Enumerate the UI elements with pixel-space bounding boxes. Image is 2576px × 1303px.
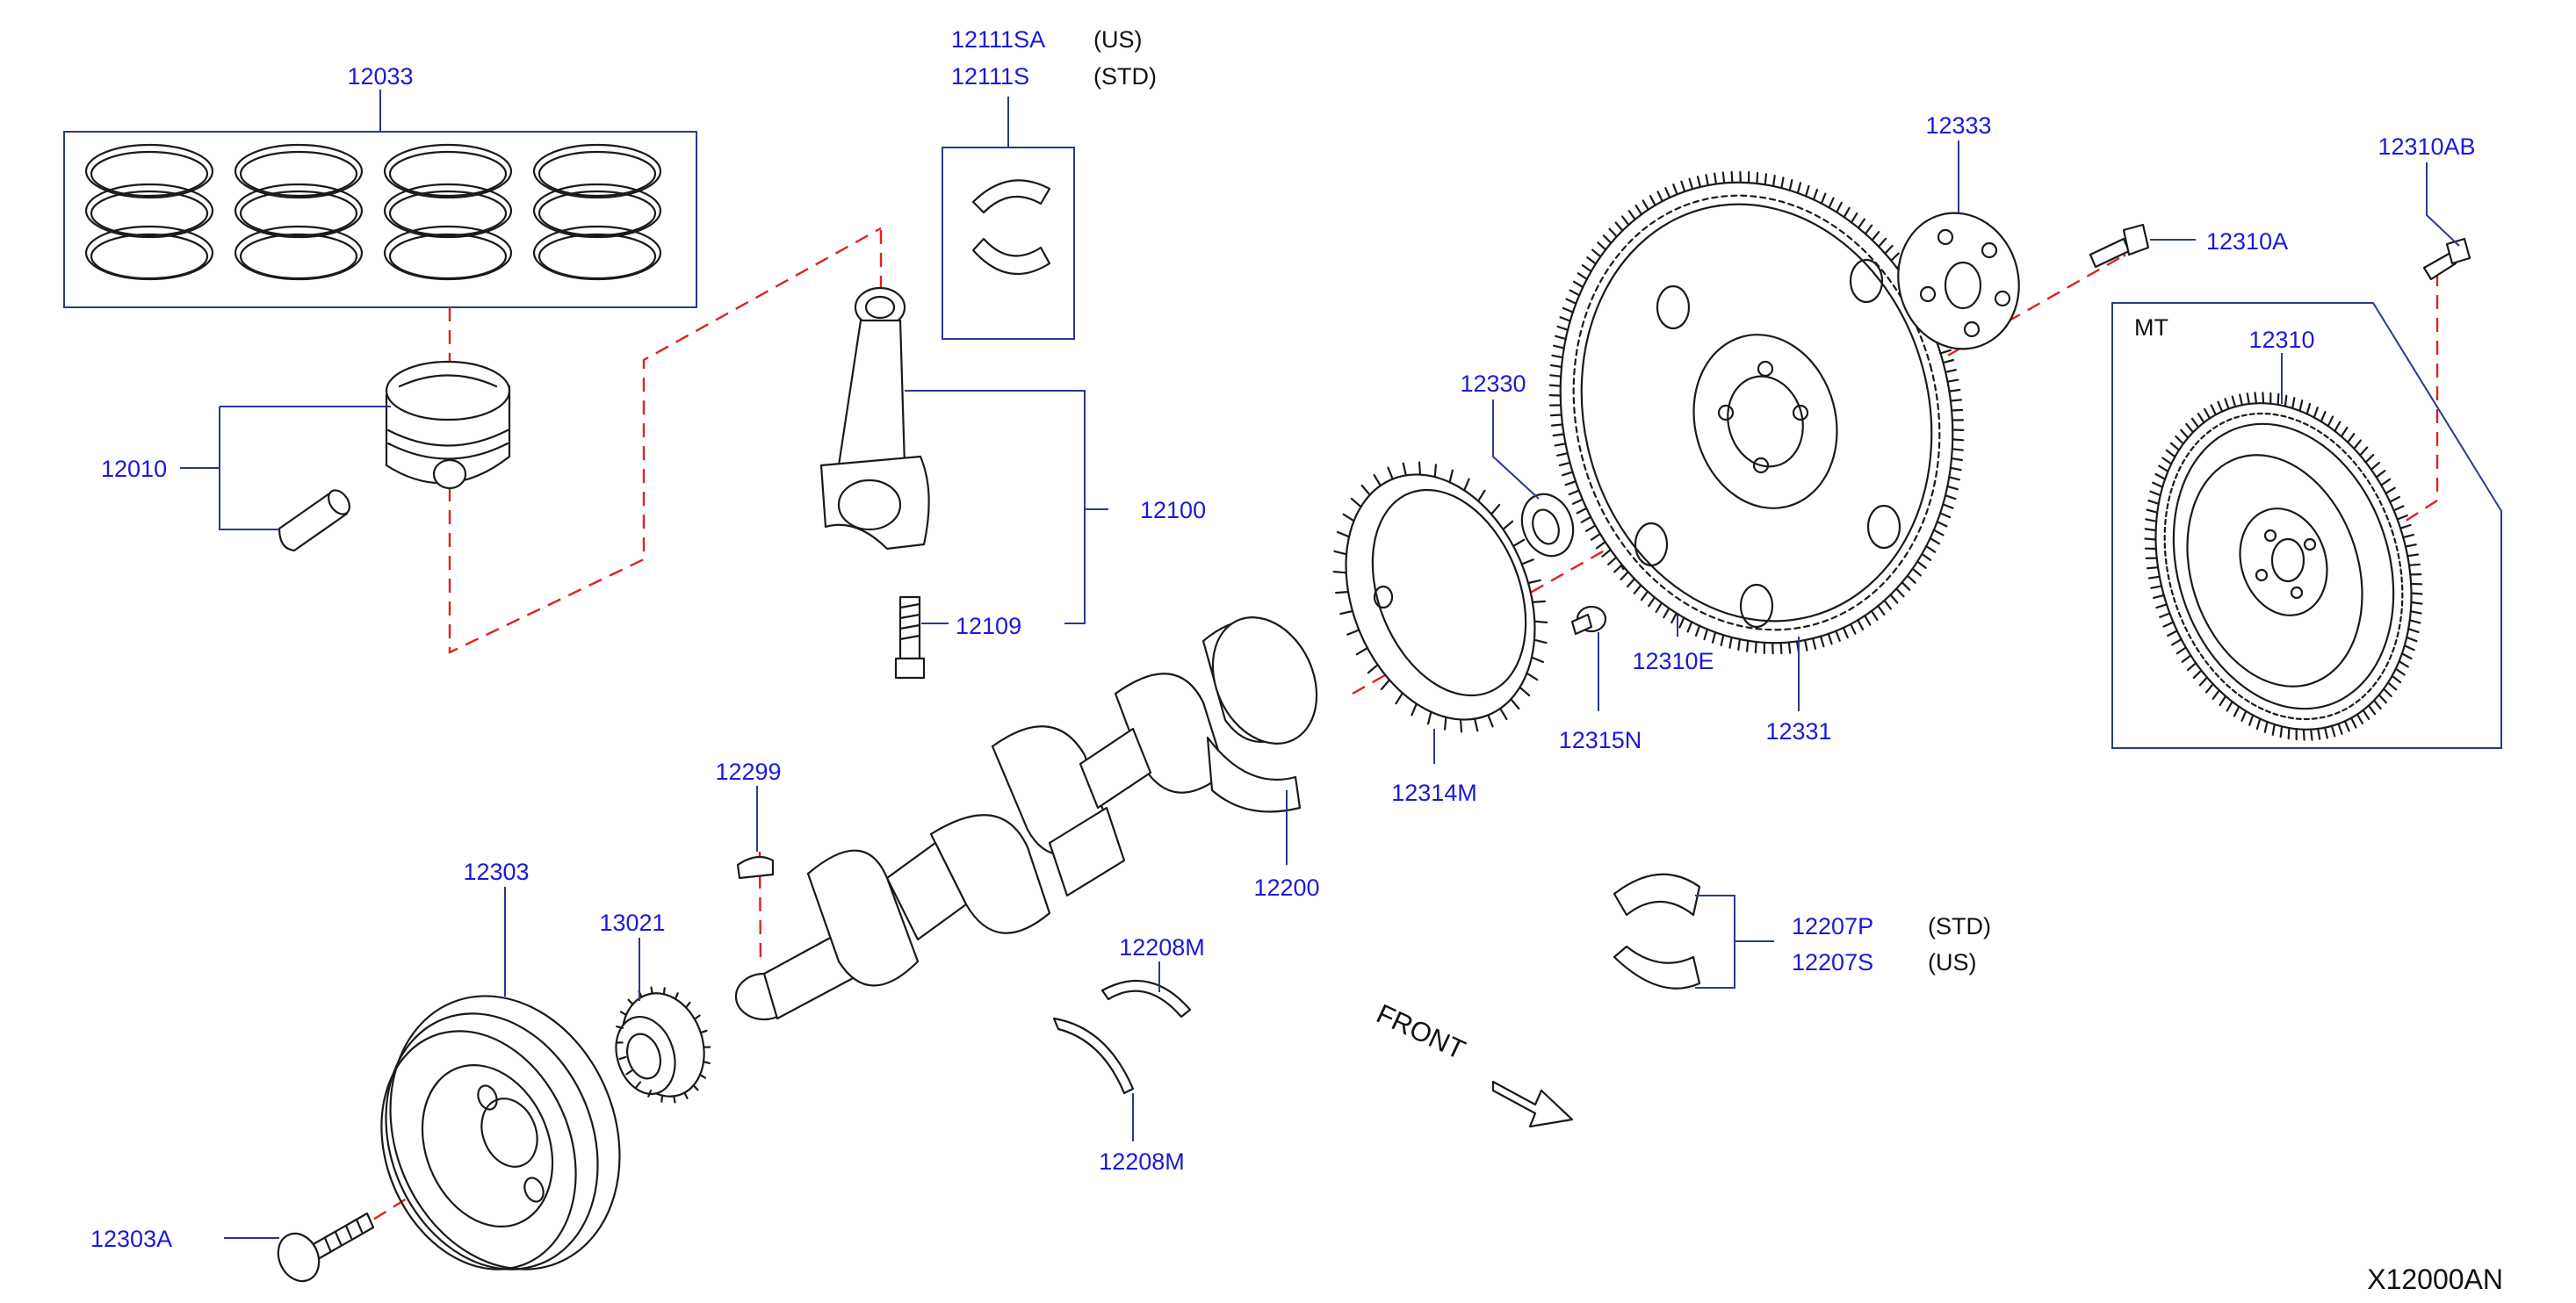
label-12310AB[interactable]: 12310AB (2378, 133, 2475, 160)
leader-12100 (905, 390, 1108, 624)
leader-12208M (1132, 961, 1160, 1141)
leader-12330 (1492, 400, 1540, 500)
label-12109[interactable]: 12109 (956, 613, 1021, 639)
signal-plate-teeth (1332, 461, 1548, 733)
note-12207P: (STD) (1928, 913, 1991, 939)
label-12100[interactable]: 12100 (1140, 497, 1206, 523)
rod-bolt (894, 595, 926, 680)
label-12333[interactable]: 12333 (1925, 112, 1991, 139)
diagram-code: X12000AN (2367, 1263, 2503, 1295)
reinforcement-plate (1897, 212, 2020, 350)
label-12310A[interactable]: 12310A (2206, 228, 2288, 255)
label-12208M-top[interactable]: 12208M (1119, 934, 1205, 961)
label-12207P[interactable]: 12207P (1792, 913, 1873, 939)
drive-plate-teeth (1548, 170, 1965, 655)
label-12010[interactable]: 12010 (101, 456, 167, 482)
label-12111SA[interactable]: 12111SA (951, 26, 1045, 53)
label-12310[interactable]: 12310 (2248, 327, 2314, 353)
front-arrow-icon (1491, 1080, 1574, 1128)
piston (385, 360, 511, 490)
crank-pulley (380, 995, 621, 1271)
label-12208M-bottom[interactable]: 12208M (1099, 1148, 1185, 1175)
leader-12010 (180, 406, 391, 530)
crankshaft (734, 616, 1318, 1021)
drive-plate-bolt (2089, 223, 2150, 269)
pulley-bolt (277, 1212, 375, 1283)
pilot-bearing (1520, 493, 1575, 558)
assembly-centerlines (315, 227, 2439, 1257)
label-12303[interactable]: 12303 (463, 859, 529, 885)
signal-plate (1332, 461, 1548, 733)
label-13021[interactable]: 13021 (599, 910, 665, 936)
label-12331[interactable]: 12331 (1765, 718, 1831, 745)
mt-flywheel (2144, 392, 2423, 741)
flywheel-bolt-small (1570, 605, 1607, 636)
frame-mt-flywheel (2111, 302, 2502, 749)
connecting-rod (819, 286, 930, 551)
label-12299[interactable]: 12299 (715, 759, 781, 785)
note-12111SA: (US) (1093, 26, 1143, 53)
label-12330[interactable]: 12330 (1460, 371, 1526, 397)
label-12200[interactable]: 12200 (1253, 875, 1319, 901)
mt-flywheel-teeth (2144, 392, 2423, 741)
label-12033[interactable]: 12033 (347, 63, 413, 90)
thrust-washers (1052, 980, 1192, 1095)
front-direction-label: FRONT (1372, 998, 1470, 1066)
frame-piston-rings (63, 90, 697, 308)
frame-rod-bearing (942, 97, 1075, 340)
drive-plate (1548, 170, 1965, 655)
label-12303A[interactable]: 12303A (90, 1226, 172, 1252)
variant-label: MT (2134, 314, 2168, 341)
label-12111S[interactable]: 12111S (951, 63, 1029, 90)
piston-ring-sets (84, 143, 662, 281)
main-bearing-shells (1613, 873, 1701, 990)
piston-pin (278, 489, 350, 552)
note-12207S: (US) (1928, 949, 1977, 975)
leader-12207 (1695, 895, 1774, 989)
label-12314M[interactable]: 12314M (1391, 780, 1477, 806)
crank-sprocket-teeth (615, 986, 711, 1104)
label-12207S[interactable]: 12207S (1792, 949, 1873, 975)
leader-12310AB (2426, 162, 2460, 247)
flywheel-bolt (2422, 237, 2471, 281)
note-12111S: (STD) (1093, 63, 1157, 90)
rod-bearing-shells (971, 179, 1051, 276)
woodruff-key (736, 855, 775, 880)
crank-sprocket (615, 986, 711, 1104)
label-12310E[interactable]: 12310E (1632, 648, 1714, 674)
label-12315N[interactable]: 12315N (1559, 727, 1642, 753)
